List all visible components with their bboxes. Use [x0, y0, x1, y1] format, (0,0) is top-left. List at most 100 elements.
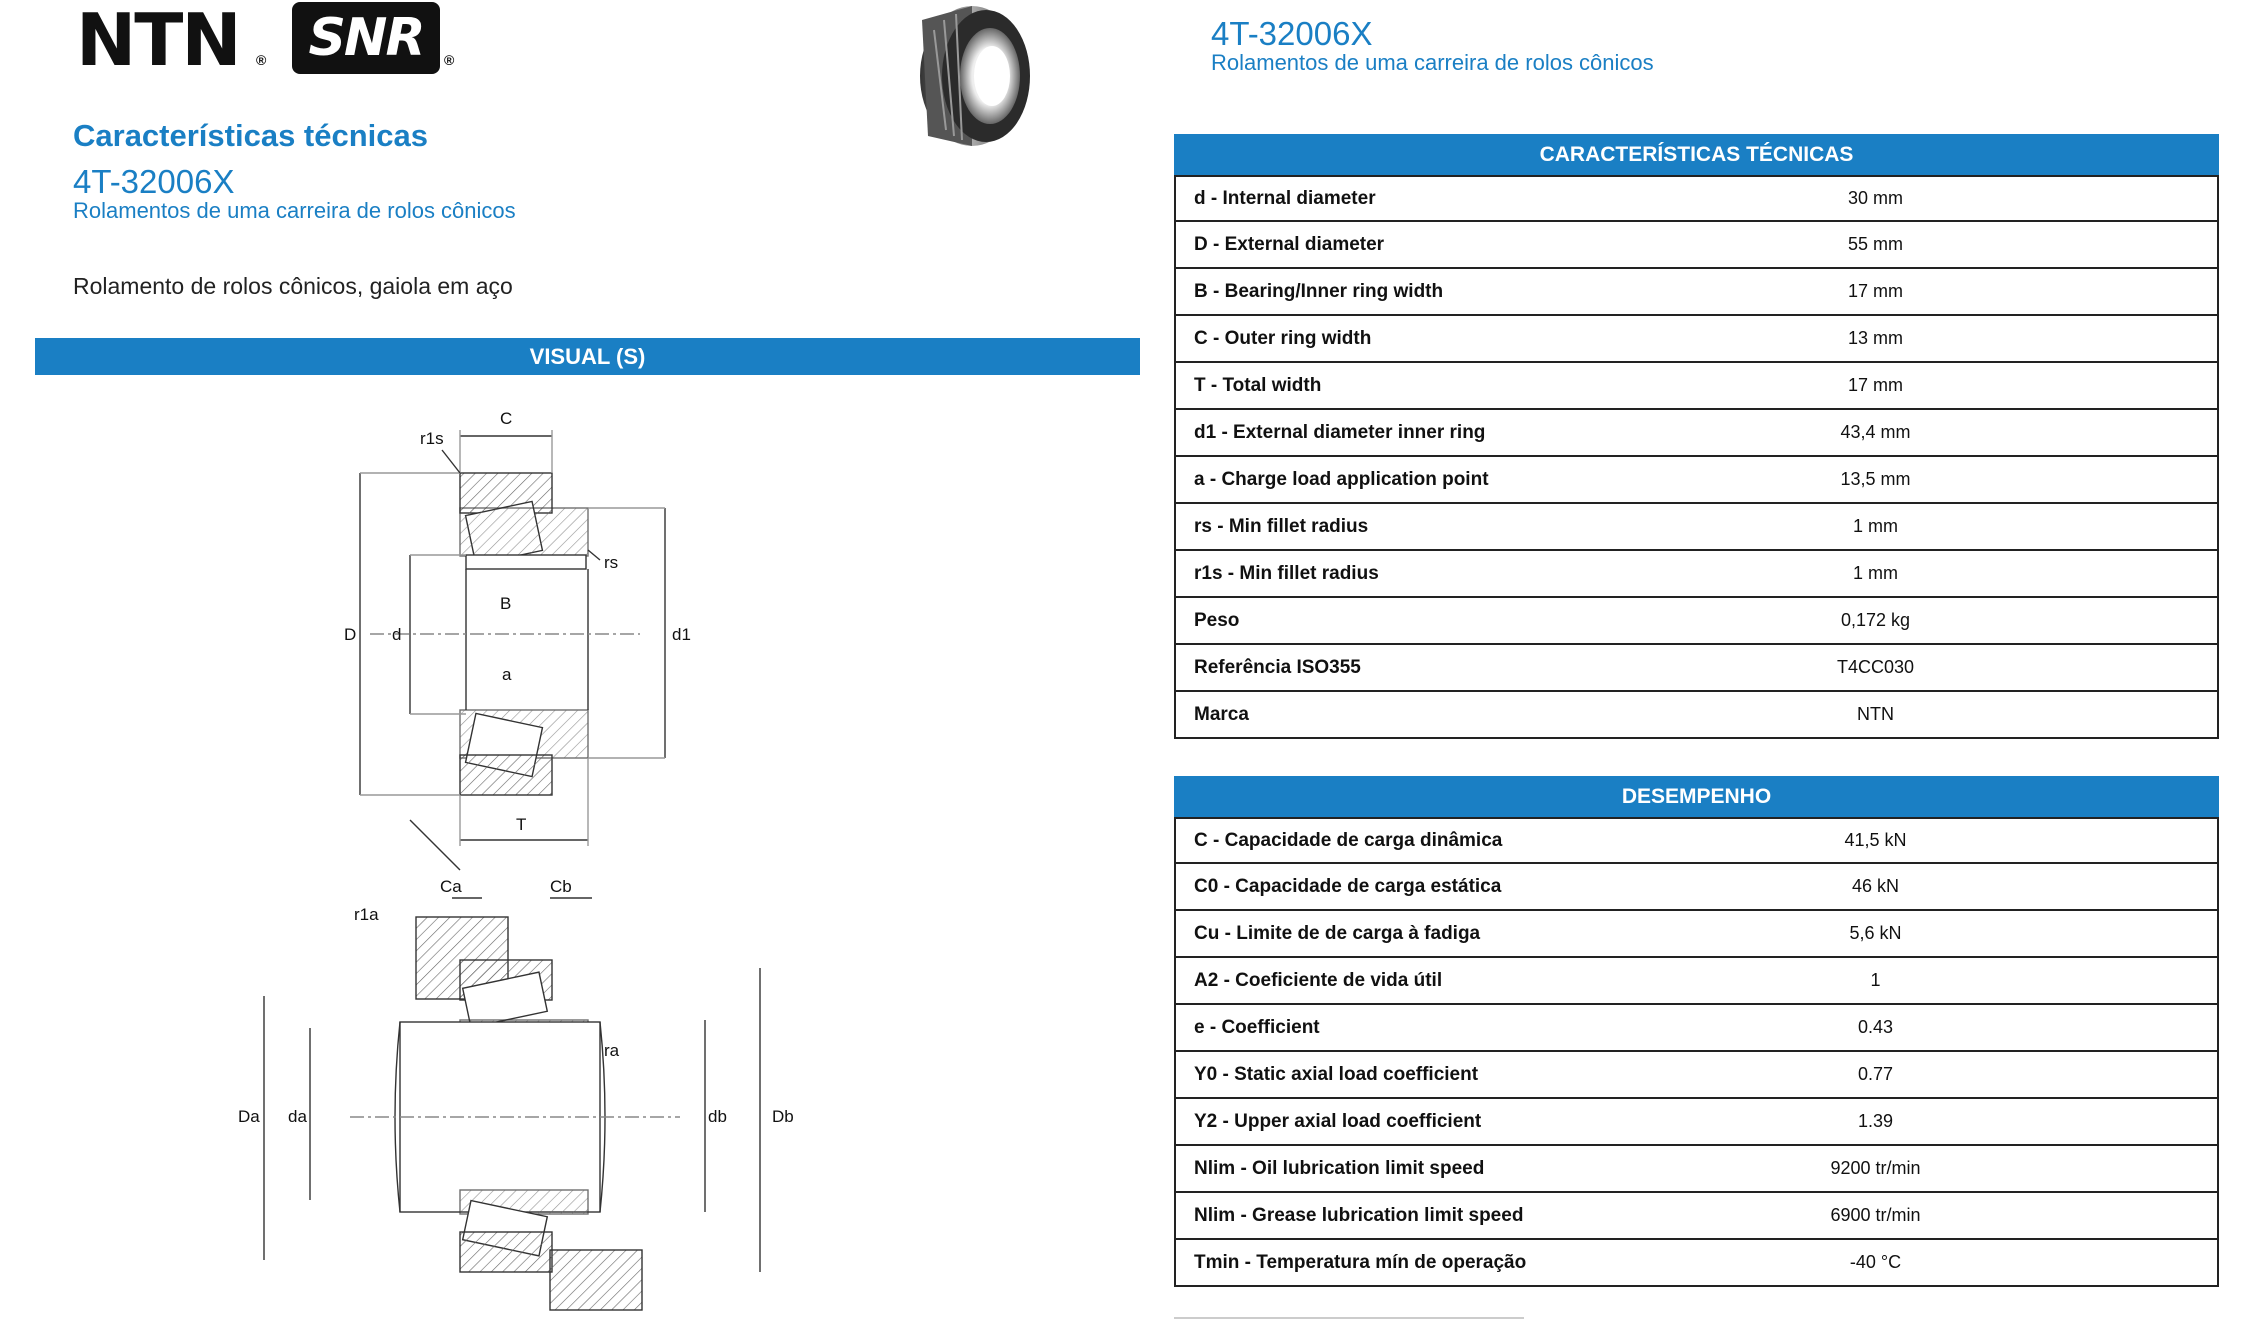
- tech-spec-row: C - Outer ring width 13 mm: [1174, 316, 2219, 363]
- label-Da: Da: [238, 1107, 260, 1126]
- tech-spec-row-label: T - Total width: [1194, 374, 1322, 396]
- tech-spec-row-label: r1s - Min fillet radius: [1194, 562, 1379, 584]
- performance-row: Cu - Limite de de carga à fadiga 5,6 kN: [1174, 911, 2219, 958]
- performance-row-value: 5,6 kN: [1849, 923, 1902, 943]
- tech-spec-row-label: B - Bearing/Inner ring width: [1194, 280, 1444, 302]
- performance-row-label: Tmin - Temperatura mín de operação: [1194, 1251, 1527, 1273]
- label-d: d: [392, 625, 401, 644]
- label-Ca: Ca: [440, 877, 462, 896]
- tech-spec-row-label: Peso: [1194, 609, 1240, 631]
- tech-spec-row-label: D - External diameter: [1194, 233, 1385, 255]
- performance-row-value: -40 °C: [1849, 1252, 1902, 1272]
- performance-row-label: Y2 - Upper axial load coefficient: [1194, 1110, 1482, 1132]
- performance-row: Nlim - Oil lubrication limit speed 9200 t…: [1174, 1146, 2219, 1193]
- tech-specs-rows: d - Internal diameter 30 mm D - External d…: [1174, 175, 2219, 739]
- tech-spec-row-value: 17 mm: [1847, 281, 1903, 301]
- right-product-subtitle: Rolamentos de uma carreira de rolos côni…: [1211, 50, 1654, 75]
- performance-row: Y0 - Static axial load coefficient 0.77: [1174, 1052, 2219, 1099]
- performance-row-value: 0.77: [1857, 1064, 1894, 1084]
- tech-spec-row-label: C - Outer ring width: [1194, 327, 1372, 349]
- product-subtitle: Rolamentos de uma carreira de rolos côni…: [73, 198, 516, 223]
- ntn-logo-text: NTN: [76, 0, 242, 82]
- performance-row-label: Nlim - Oil lubrication limit speed: [1194, 1157, 1485, 1179]
- label-a: a: [502, 665, 512, 684]
- snr-registered-mark: ®: [444, 52, 455, 68]
- performance-row: C - Capacidade de carga dinâmica 41,5 kN: [1174, 817, 2219, 864]
- tech-spec-row: rs - Min fillet radius 1 mm: [1174, 504, 2219, 551]
- ntn-logo: NTN: [76, 2, 242, 78]
- tech-spec-row-label: Referência ISO355: [1194, 656, 1361, 678]
- label-r1a: r1a: [354, 905, 379, 924]
- visual-section-label: VISUAL (S): [529, 343, 646, 369]
- label-Cb: Cb: [550, 877, 572, 896]
- tech-specs-table: CARACTERÍSTICAS TÉCNICAS d - Internal di…: [1174, 134, 2219, 739]
- performance-row-value: 1.39: [1857, 1111, 1894, 1131]
- tech-spec-row-value: 13 mm: [1847, 328, 1903, 348]
- tech-spec-row-value: 17 mm: [1847, 375, 1903, 395]
- tech-spec-row-label: d - Internal diameter: [1194, 187, 1376, 209]
- tech-spec-row: Peso 0,172 kg: [1174, 598, 2219, 645]
- performance-header: DESEMPENHO: [1174, 776, 2219, 817]
- performance-row-value: 0.43: [1857, 1017, 1894, 1037]
- tech-spec-row-value: 1 mm: [1853, 563, 1898, 583]
- tech-spec-row-value: T4CC030: [1836, 657, 1915, 677]
- label-rs: rs: [604, 553, 618, 572]
- performance-row-label: C0 - Capacidade de carga estática: [1194, 875, 1502, 897]
- performance-row-value: 9200 tr/min: [1830, 1158, 1921, 1178]
- tech-spec-row: d1 - External diameter inner ring 43,4 mm: [1174, 410, 2219, 457]
- tech-spec-row-value: 55 mm: [1847, 234, 1903, 254]
- tech-specs-header: CARACTERÍSTICAS TÉCNICAS: [1174, 134, 2219, 175]
- product-model: 4T-32006X: [73, 163, 235, 200]
- performance-header-label: DESEMPENHO: [1621, 784, 1772, 808]
- tech-spec-row-label: d1 - External diameter inner ring: [1194, 421, 1486, 443]
- tech-spec-row: D - External diameter 55 mm: [1174, 222, 2219, 269]
- tech-spec-row-label: rs - Min fillet radius: [1194, 515, 1369, 537]
- bearing-product-image: [920, 6, 1030, 146]
- tech-spec-row: T - Total width 17 mm: [1174, 363, 2219, 410]
- performance-row: e - Coefficient 0.43: [1174, 1005, 2219, 1052]
- tech-spec-row-label: Marca: [1194, 703, 1249, 725]
- snr-logo: SNR: [292, 2, 440, 74]
- tech-spec-row: B - Bearing/Inner ring width 17 mm: [1174, 269, 2219, 316]
- performance-row-label: Y0 - Static axial load coefficient: [1194, 1063, 1479, 1085]
- label-r1s: r1s: [420, 429, 444, 448]
- label-db: db: [708, 1107, 727, 1126]
- label-B: B: [500, 594, 511, 613]
- performance-row-value: 6900 tr/min: [1830, 1205, 1921, 1225]
- label-d1: d1: [672, 625, 691, 644]
- visual-section-bar: VISUAL (S): [35, 338, 1140, 375]
- performance-row-label: Cu - Limite de de carga à fadiga: [1194, 922, 1481, 944]
- tech-spec-row-label: a - Charge load application point: [1194, 468, 1489, 490]
- tech-spec-row-value: 0,172 kg: [1840, 610, 1911, 630]
- performance-row-label: Nlim - Grease lubrication limit speed: [1194, 1204, 1524, 1226]
- performance-row-value: 41,5 kN: [1844, 830, 1907, 850]
- label-da: da: [288, 1107, 307, 1126]
- performance-row: Nlim - Grease lubrication limit speed 690…: [1174, 1193, 2219, 1240]
- tech-spec-row-value: 1 mm: [1853, 516, 1898, 536]
- performance-row-label: C - Capacidade de carga dinâmica: [1194, 829, 1503, 851]
- performance-table: DESEMPENHO C - Capacidade de carga dinâm…: [1174, 776, 2219, 1287]
- performance-row: C0 - Capacidade de carga estática 46 kN: [1174, 864, 2219, 911]
- tech-spec-row: Marca NTN: [1174, 692, 2219, 739]
- bearing-technical-drawing: C r1s rs D d B a d1 T Ca Cb r1a ra Da da…: [238, 409, 794, 1311]
- performance-row-value: 46 kN: [1851, 876, 1900, 896]
- tech-spec-row-value: 30 mm: [1847, 188, 1903, 208]
- section-title: Características técnicas: [73, 118, 429, 153]
- tech-spec-row-value: 43,4 mm: [1840, 422, 1911, 442]
- tech-spec-row: d - Internal diameter 30 mm: [1174, 175, 2219, 222]
- performance-row-label: A2 - Coeficiente de vida útil: [1194, 969, 1443, 991]
- tech-spec-row: r1s - Min fillet radius 1 mm: [1174, 551, 2219, 598]
- tech-spec-row-value: NTN: [1857, 704, 1894, 724]
- tech-spec-row: Referência ISO355 T4CC030: [1174, 645, 2219, 692]
- right-product-model: 4T-32006X: [1211, 15, 1373, 52]
- product-description: Rolamento de rolos cônicos, gaiola em aç…: [73, 273, 513, 299]
- performance-row-label: e - Coefficient: [1194, 1016, 1320, 1038]
- performance-row: Y2 - Upper axial load coefficient 1.39: [1174, 1099, 2219, 1146]
- ntn-registered-mark: ®: [256, 52, 267, 68]
- label-T: T: [516, 815, 526, 834]
- snr-logo-text: SNR: [308, 8, 425, 68]
- label-ra: ra: [604, 1041, 620, 1060]
